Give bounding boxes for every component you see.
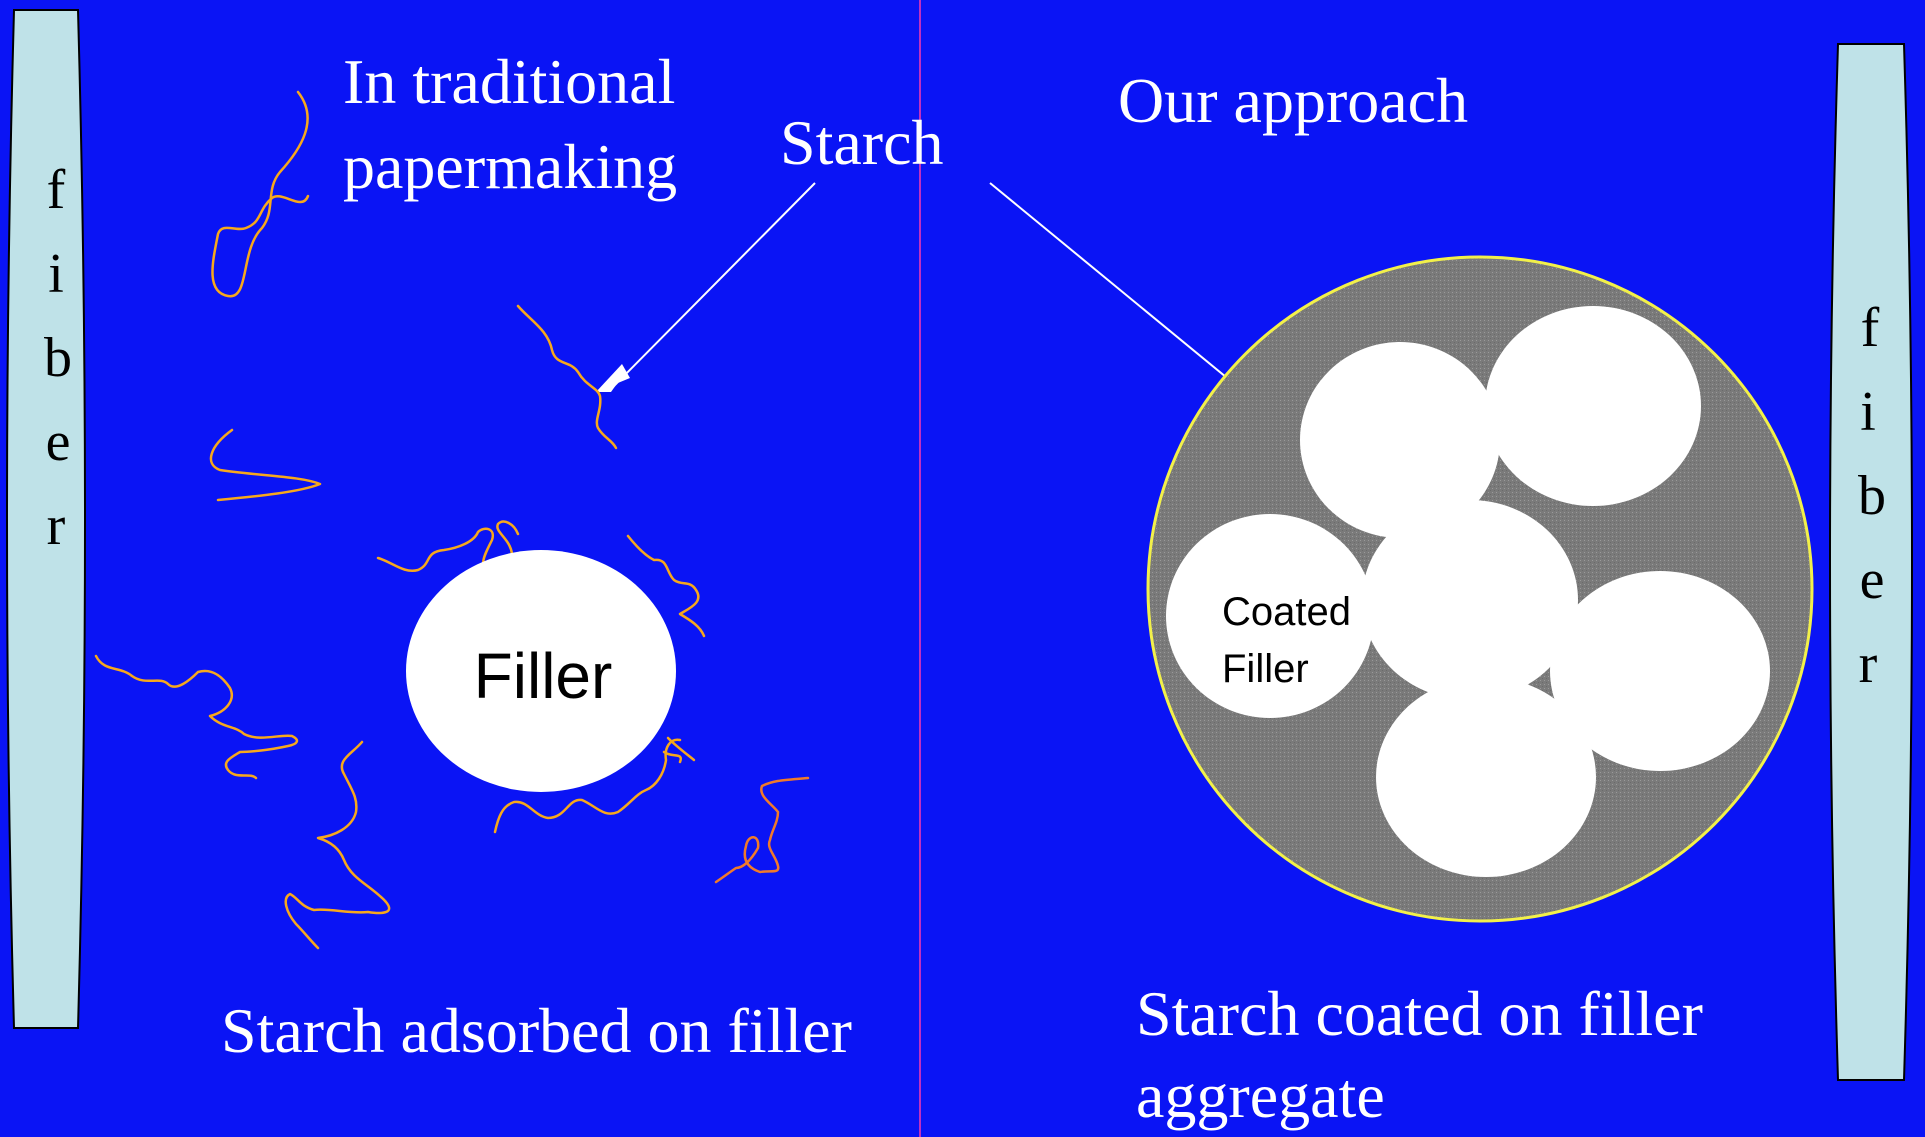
- left-fiber-letter-b: b: [44, 327, 72, 389]
- right-fiber-letter-b: b: [1858, 465, 1886, 527]
- coated-particle-center: [1362, 500, 1578, 700]
- coated-particle-left: [1166, 514, 1374, 718]
- left-caption: Starch adsorbed on filler: [221, 995, 852, 1066]
- right-fiber: [1829, 43, 1913, 1081]
- coated-particle-right: [1550, 571, 1770, 771]
- left-fiber-letter-i: i: [48, 243, 64, 305]
- left-fiber-letters: f i b e r: [44, 159, 72, 557]
- right-fiber-letter-i: i: [1860, 381, 1876, 443]
- left-fiber: [6, 9, 86, 1029]
- starch-arrow-right: [989, 182, 1261, 406]
- right-fiber-letter-r: r: [1859, 633, 1878, 695]
- starch-chain-4: [94, 654, 299, 780]
- right-caption-line2: aggregate: [1136, 1060, 1385, 1131]
- starch-chain-1: [211, 90, 310, 298]
- left-fiber-letter-e: e: [46, 411, 71, 473]
- left-fiber-letter-f: f: [47, 159, 66, 221]
- starch-chain-11: [714, 776, 810, 884]
- starch-chain-8: [493, 738, 682, 834]
- right-fiber-letter-e: e: [1860, 549, 1885, 611]
- starch-label: Starch: [780, 107, 944, 178]
- starch-chain-9: [666, 736, 696, 762]
- right-fiber-letter-f: f: [1861, 297, 1880, 359]
- starch-arrowhead-left-fill: [596, 364, 630, 392]
- left-heading-line1: In traditional: [343, 46, 675, 117]
- filler-particle: [406, 550, 676, 792]
- free-starch-chains: [94, 90, 706, 950]
- coated-particle-top-right: [1485, 306, 1701, 506]
- left-heading-line2: papermaking: [343, 131, 677, 202]
- starch-chain-10: [662, 750, 683, 764]
- starch-chain-6: [376, 520, 520, 577]
- right-heading: Our approach: [1118, 65, 1468, 136]
- coated-particle-top-left: [1300, 342, 1500, 538]
- coated-filler-label-line2: Filler: [1222, 647, 1309, 691]
- left-fiber-letter-r: r: [47, 495, 66, 557]
- filler-label: Filler: [474, 640, 613, 712]
- starch-chain-5: [284, 740, 391, 950]
- free-starch-chains-orange: [714, 776, 810, 884]
- starch-chain-7: [626, 534, 706, 638]
- starch-chain-2: [516, 304, 618, 450]
- coated-filler-label-line1: Coated: [1222, 590, 1351, 634]
- right-caption-line1: Starch coated on filler: [1136, 978, 1703, 1049]
- right-fiber-letters: f i b e r: [1858, 297, 1886, 695]
- coated-particle-bottom: [1376, 677, 1596, 877]
- starch-chain-3: [209, 428, 322, 502]
- starch-arrow-left: [609, 182, 816, 391]
